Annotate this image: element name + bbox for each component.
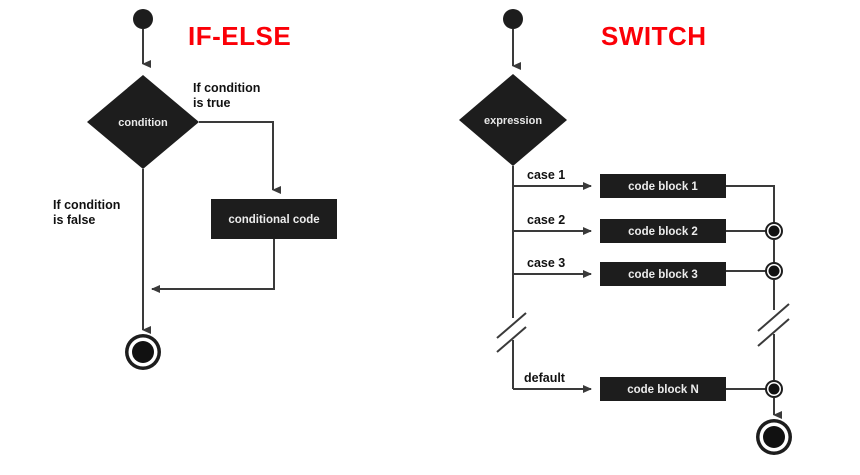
false-branch-label-line1: If condition — [53, 198, 120, 212]
code-block-n-box — [600, 377, 726, 401]
if-else-end-node-core — [132, 341, 154, 363]
case-2-break-marker-core — [768, 225, 780, 237]
code-block-2-label: code block 2 — [628, 226, 698, 238]
case-3-break-marker-core — [768, 265, 780, 277]
code-block-n-label: code block N — [627, 384, 699, 396]
case-2-label: case 2 — [527, 213, 565, 227]
switch-start-node — [503, 9, 523, 29]
true-branch-label-line2: is true — [193, 96, 231, 110]
code-block-3-box — [600, 262, 726, 286]
conditional-code-box — [211, 199, 337, 239]
code-block-1-box — [600, 174, 726, 198]
code-block-3-label: code block 3 — [628, 269, 698, 281]
true-branch-label-line1: If condition — [193, 81, 260, 95]
switch-decision-diamond — [459, 74, 567, 166]
code-block-2-box — [600, 219, 726, 243]
if-else-title: IF-ELSE — [188, 21, 291, 51]
default-break-marker-core — [768, 383, 780, 395]
if-else-true-branch-edge — [199, 121, 281, 194]
switch-decision-label: expression — [484, 115, 542, 127]
if-else-merge-edge — [151, 239, 275, 293]
left-ellipsis-break-slash-2 — [496, 326, 527, 353]
right-ellipsis-break-slash-1 — [757, 303, 790, 332]
default-label: default — [524, 371, 566, 385]
if-else-decision-diamond — [87, 75, 199, 169]
code-block-1-exit-edge — [726, 185, 775, 223]
false-branch-label-line2: is false — [53, 213, 95, 227]
if-else-decision-label: condition — [118, 117, 168, 129]
case-3-label: case 3 — [527, 256, 565, 270]
conditional-code-label: conditional code — [228, 214, 319, 226]
switch-end-node-core — [763, 426, 785, 448]
case-1-label: case 1 — [527, 168, 565, 182]
if-else-start-node — [133, 9, 153, 29]
left-ellipsis-break-slash-1 — [496, 312, 527, 339]
right-ellipsis-break-slash-2 — [757, 318, 790, 347]
switch-title: SWITCH — [601, 21, 707, 51]
code-block-1-label: code block 1 — [628, 181, 698, 193]
